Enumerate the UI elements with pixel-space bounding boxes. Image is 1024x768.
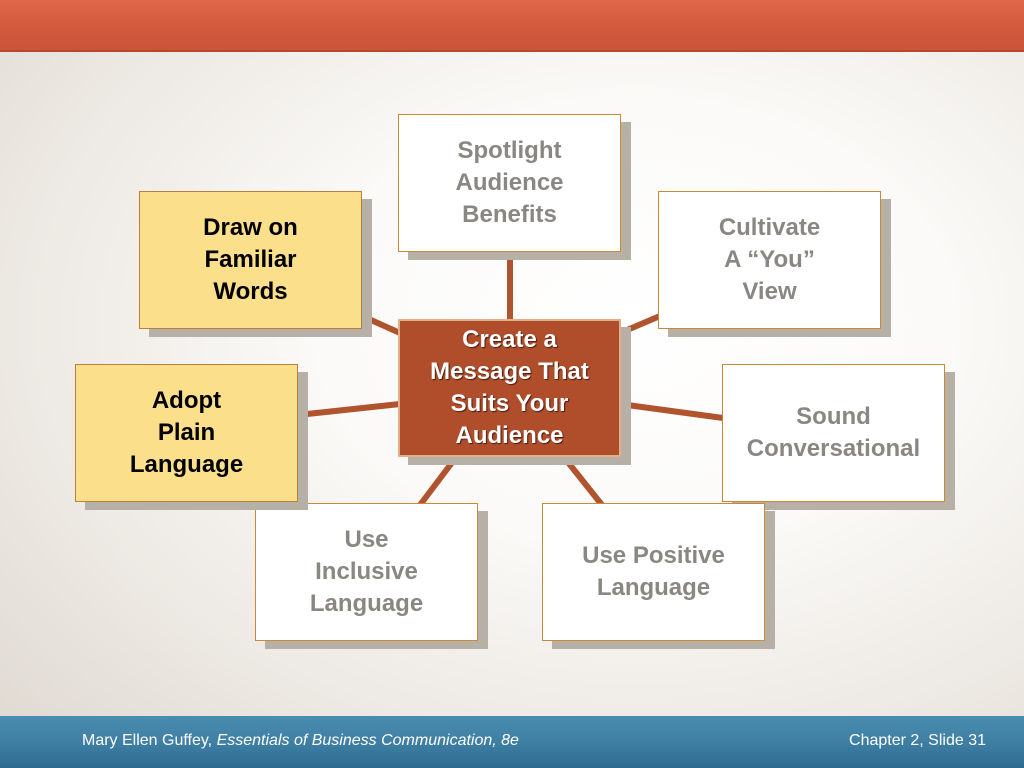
node-line: Spotlight	[457, 137, 562, 164]
connector-positive	[560, 454, 605, 507]
center-line: Create a	[462, 326, 557, 353]
node-line: Sound	[796, 403, 871, 430]
node-line: A “You”	[724, 246, 815, 273]
footer-citation: Mary Ellen Guffey, Essentials of Busines…	[82, 732, 519, 750]
center-line: Suits Your	[450, 390, 569, 417]
node-use-inclusive-language: Use Inclusive Language	[255, 503, 478, 641]
node-sound-conversational: Sound Conversational	[722, 364, 945, 502]
top-banner	[0, 0, 1024, 52]
connector-plain	[297, 401, 401, 418]
node-line: Draw on	[203, 214, 298, 241]
node-use-positive-language: Use Positive Language	[542, 503, 765, 641]
footer-author: Mary Ellen Guffey,	[82, 732, 217, 749]
footer-book-title: Essentials of Business Communication, 8e	[216, 732, 519, 749]
node-line: Use	[344, 526, 389, 553]
footer-bar: Mary Ellen Guffey, Essentials of Busines…	[0, 716, 1024, 768]
node-line: Use Positive	[582, 542, 725, 569]
node-line: View	[742, 278, 797, 305]
center-line: Audience	[455, 422, 564, 449]
node-line: Conversational	[746, 435, 921, 462]
node-line: Words	[213, 278, 288, 305]
node-line: Cultivate	[718, 214, 821, 241]
connector-sound	[619, 401, 724, 421]
center-node: Create a Message That Suits Your Audienc…	[398, 319, 621, 457]
connector-cultivate	[618, 313, 662, 336]
node-line: Audience	[455, 169, 564, 196]
node-line: Language	[129, 451, 244, 478]
node-line: Plain	[157, 419, 216, 446]
node-line: Language	[309, 590, 424, 617]
connector-familiar	[360, 313, 402, 336]
node-adopt-plain-language: Adopt Plain Language	[75, 364, 298, 502]
node-line: Familiar	[204, 246, 297, 273]
node-line: Benefits	[462, 201, 557, 228]
node-line: Inclusive	[315, 558, 418, 585]
node-line: Adopt	[151, 387, 222, 414]
node-spotlight-audience-benefits: Spotlight Audience Benefits	[398, 114, 621, 252]
slide-number: Chapter 2, Slide 31	[849, 732, 986, 749]
node-cultivate-you-view: Cultivate A “You” View	[658, 191, 881, 329]
node-draw-on-familiar-words: Draw on Familiar Words	[139, 191, 362, 329]
connector-inclusive	[417, 454, 460, 507]
node-line: Language	[596, 574, 711, 601]
center-line: Message That	[430, 358, 589, 385]
